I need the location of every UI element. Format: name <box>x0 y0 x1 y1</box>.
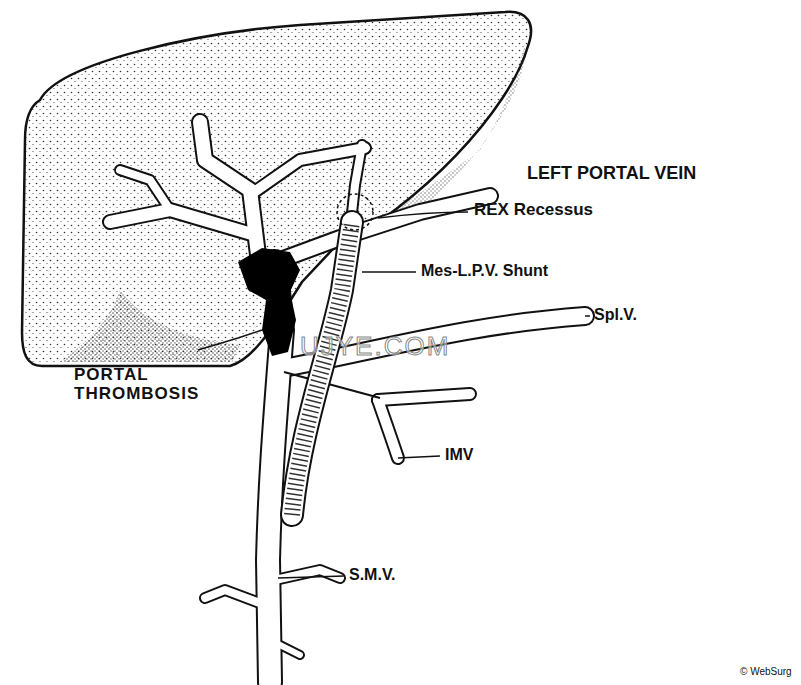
structure-label: IMV <box>445 446 473 464</box>
thrombus <box>238 248 300 356</box>
structure-label: Spl.V. <box>594 306 637 324</box>
copyright-note: © WebSurg <box>740 666 792 677</box>
watermark: UJYE.COM <box>300 332 450 361</box>
structure-label: Mes-L.P.V. Shunt <box>421 262 548 280</box>
structure-label: REX Recessus <box>474 201 593 220</box>
leader-lines <box>198 212 590 578</box>
shunt-graft <box>292 222 352 515</box>
structure-label: S.M.V. <box>349 566 396 584</box>
rex-recessus <box>337 194 373 230</box>
structure-label: PORTAL THROMBOSIS <box>74 366 259 403</box>
liver-outline <box>22 12 531 366</box>
structure-label: LEFT PORTAL VEIN <box>527 164 696 184</box>
